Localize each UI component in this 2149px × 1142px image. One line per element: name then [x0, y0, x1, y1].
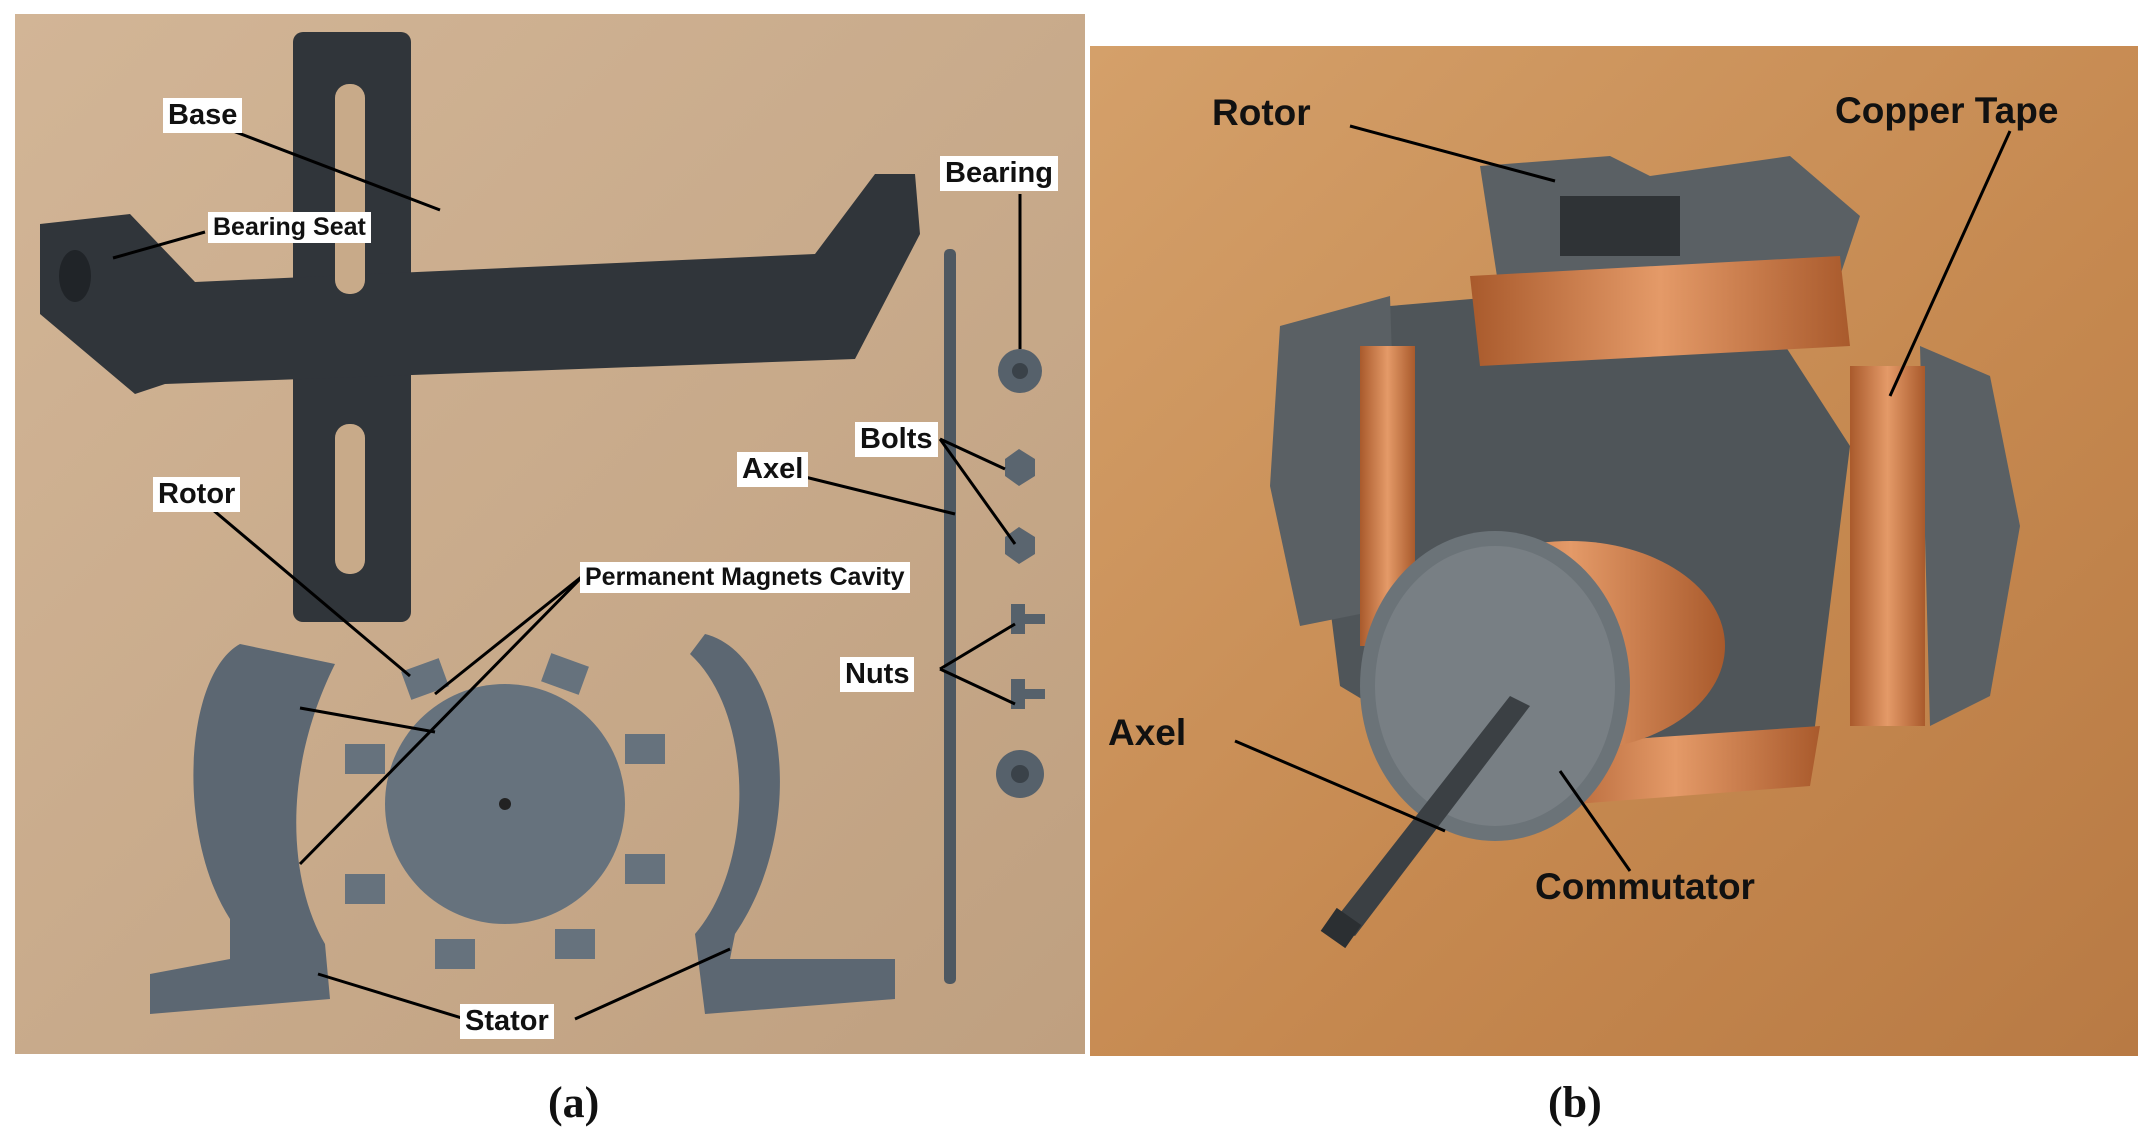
label-base: Base: [163, 98, 243, 133]
rotor-part: [345, 653, 665, 969]
label-bearing: Bearing: [940, 156, 1058, 191]
base-part: [40, 32, 920, 622]
label-copper-tape: Copper Tape: [1835, 90, 2059, 131]
axel-rod: [944, 249, 956, 984]
figure-panel-a: Base Bearing Seat Bearing Bolts Axel Rot…: [15, 14, 1085, 1054]
caption-b: (b): [1548, 1078, 1602, 1127]
label-rotor-a: Rotor: [153, 477, 241, 512]
caption-a: (a): [548, 1078, 600, 1127]
figure-panel-b: Rotor Copper Tape Axel Commutator: [1090, 46, 2138, 1056]
label-axel-b: Axel: [1108, 712, 1187, 753]
label-commutator: Commutator: [1535, 866, 1755, 907]
rotor-assembly: [1270, 156, 2020, 949]
stator-parts: [150, 634, 895, 1014]
label-bearing-seat: Bearing Seat: [208, 212, 371, 243]
small-hardware: [996, 349, 1045, 798]
leader-lines-a: [112, 124, 1022, 1021]
motor-parts-photo: [15, 14, 1085, 1054]
assembled-rotor-photo: [1090, 46, 2138, 1056]
label-rotor-b: Rotor: [1212, 92, 1311, 133]
leader-lines-b: [1234, 124, 2012, 872]
label-stator: Stator: [460, 1004, 554, 1039]
label-nuts: Nuts: [840, 657, 915, 692]
label-bolts: Bolts: [855, 422, 938, 457]
label-permanent-magnets-cavity: Permanent Magnets Cavity: [580, 562, 910, 593]
label-axel-a: Axel: [737, 452, 809, 487]
